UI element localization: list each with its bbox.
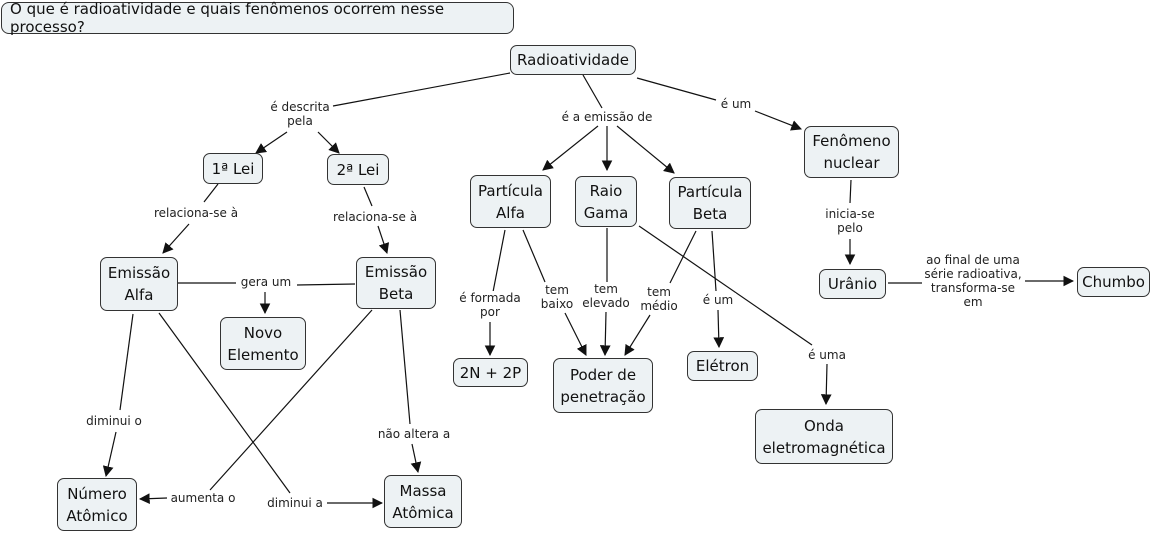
link-label-tem-medio: tem médio [638, 285, 680, 313]
concept-emissao-beta[interactable]: Emissão Beta [356, 257, 436, 309]
link-arrow [616, 125, 675, 174]
concept-onda-eletromagnetica[interactable]: Onda eletromagnética [755, 409, 893, 464]
link-label-e-um: é um [718, 97, 754, 111]
link-line [332, 72, 511, 107]
link-label-nao-altera-a: não altera a [375, 427, 453, 441]
concept-massa-atomica[interactable]: Massa Atômica [384, 475, 462, 528]
link-line [209, 309, 373, 491]
concept-chumbo[interactable]: Chumbo [1077, 267, 1150, 297]
link-line [399, 309, 411, 425]
link-label-tem-baixo: tem baixo [538, 283, 576, 311]
link-label-emissao-de: é a emissão de [559, 110, 655, 124]
link-label-diminui-o: diminui o [84, 414, 144, 428]
link-label-diminui-a: diminui a [265, 496, 325, 510]
concept-particula-beta[interactable]: Partícula Beta [669, 177, 751, 229]
concept-poder-penetracao[interactable]: Poder de penetração [553, 358, 653, 413]
link-arrow [102, 431, 117, 478]
link-line [669, 230, 697, 284]
concept-uranio[interactable]: Urânio [819, 269, 886, 299]
link-arrow [599, 311, 611, 357]
link-arrow [624, 314, 651, 356]
link-arrow [377, 225, 390, 255]
concept-numero-atomico[interactable]: Número Atômico [57, 478, 137, 531]
link-line [638, 225, 813, 346]
link-line [119, 313, 134, 411]
concept-raio-gama[interactable]: Raio Gama [575, 176, 637, 227]
link-arrow [713, 309, 725, 349]
concept-novo-elemento[interactable]: Novo Elemento [220, 317, 306, 370]
concept-emissao-alfa[interactable]: Emissão Alfa [100, 257, 178, 311]
concept-1a-lei[interactable]: 1ª Lei [203, 153, 263, 184]
concept-fenomeno-nuclear[interactable]: Fenômeno nuclear [804, 126, 899, 178]
link-line [711, 230, 717, 292]
link-label-gera-um: gera um [238, 275, 294, 289]
link-arrow [542, 125, 599, 171]
link-line [296, 283, 356, 286]
concept-2a-lei[interactable]: 2ª Lei [327, 154, 389, 185]
link-line [492, 229, 506, 293]
link-arrow [138, 493, 168, 505]
link-arrow [410, 443, 422, 474]
link-line [636, 77, 717, 101]
link-label-descrita-pela: é descrita pela [268, 100, 332, 128]
concept-2n-2p[interactable]: 2N + 2P [453, 358, 528, 387]
link-label-e-uma: é uma [806, 348, 848, 362]
link-label-relaciona-1: relaciona-se à [151, 206, 241, 220]
concept-particula-alfa[interactable]: Partícula Alfa [470, 175, 551, 228]
concept-radioatividade[interactable]: Radioatividade [510, 45, 636, 75]
link-arrow [820, 363, 832, 406]
link-label-formada-por: é formada por [457, 291, 523, 319]
link-arrow [317, 131, 340, 154]
link-line [522, 229, 546, 283]
link-arrow [162, 223, 190, 254]
link-label-relaciona-2: relaciona-se à [330, 210, 420, 224]
link-label-inicia-se-pelo: inicia-se pelo [823, 207, 877, 235]
link-arrow [754, 110, 803, 131]
link-line [203, 183, 219, 203]
link-label-tem-elevado: tem elevado [580, 282, 632, 310]
link-line [158, 312, 291, 494]
focus-question: O que é radioatividade e quais fenômenos… [1, 0, 514, 36]
link-arrow [255, 131, 288, 154]
concept-eletron[interactable]: Elétron [687, 351, 758, 381]
link-label-e-um-eletron: é um [700, 293, 736, 307]
link-arrow [564, 312, 587, 356]
link-line [582, 74, 603, 109]
link-line [849, 179, 852, 204]
link-label-transforma-se: ao final de uma série radioativa, transf… [922, 253, 1024, 309]
link-label-aumenta-o: aumenta o [168, 491, 238, 505]
link-line [363, 186, 373, 207]
